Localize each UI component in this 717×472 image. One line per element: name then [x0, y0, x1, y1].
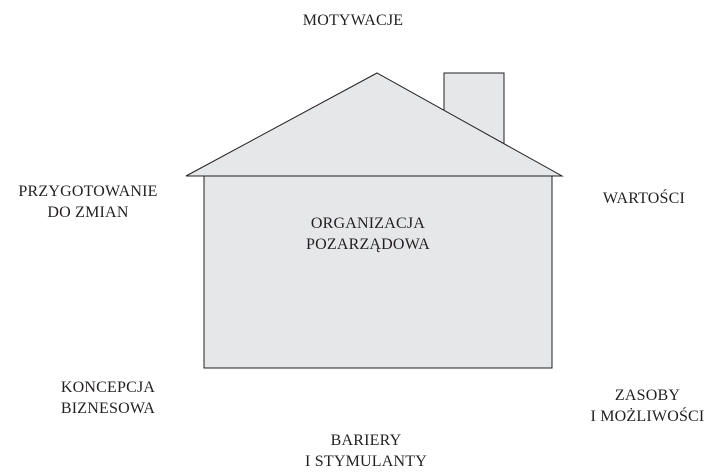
label-przygotowanie-do-zmian: PRZYGOTOWANIE DO ZMIAN [0, 181, 176, 223]
house-roof [185, 72, 564, 177]
label-motywacje: MOTYWACJE [288, 10, 418, 31]
center-label-organization: ORGANIZACJA POZARZĄDOWA [293, 213, 443, 255]
label-koncepcja-biznesowa: KONCEPCJA BIZNESOWA [32, 377, 184, 419]
label-przygotowanie-line-2: DO ZMIAN [47, 204, 129, 221]
center-label-line-2: POZARZĄDOWA [306, 236, 430, 253]
center-label-line-1: ORGANIZACJA [310, 215, 426, 232]
label-bariery-line-2: I STYMULANTY [305, 453, 427, 470]
label-wartosci: WARTOŚCI [586, 188, 702, 209]
label-bariery-i-stymulanty: BARIERY I STYMULANTY [304, 430, 428, 472]
label-zasoby-i-mozliwosci: ZASOBY I MOŻLIWOŚCI [578, 385, 717, 427]
label-przygotowanie-line-1: PRZYGOTOWANIE [18, 183, 158, 200]
label-bariery-line-1: BARIERY [330, 432, 402, 449]
label-koncepcja-line-2: BIZNESOWA [60, 400, 156, 417]
label-koncepcja-line-1: KONCEPCJA [60, 379, 156, 396]
label-zasoby-line-2: I MOŻLIWOŚCI [590, 408, 705, 425]
label-wartosci-text: WARTOŚCI [602, 190, 686, 207]
label-zasoby-line-1: ZASOBY [614, 387, 681, 404]
label-motywacje-text: MOTYWACJE [302, 12, 404, 29]
house-body [203, 175, 553, 369]
